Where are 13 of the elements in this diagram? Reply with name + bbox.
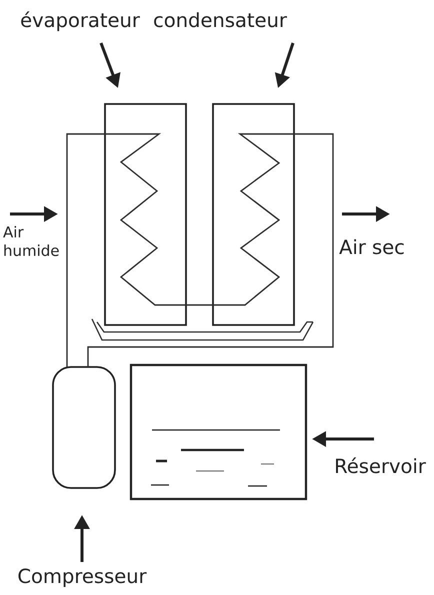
pipe	[66, 133, 105, 367]
water-tank	[130, 364, 308, 500]
pipe	[87, 133, 334, 367]
evaporator-box	[104, 103, 187, 326]
condenser-box	[212, 103, 295, 326]
part-label: Compresseur	[18, 568, 147, 588]
part-label: condensateur	[154, 12, 287, 28]
pipe	[186, 304, 213, 306]
air-label: Air humide	[3, 226, 59, 256]
part-label: évaporateur	[21, 11, 140, 32]
compressor-tank	[52, 366, 116, 489]
air-label: Air sec	[339, 239, 404, 254]
part-label: Réservoir	[336, 457, 426, 474]
